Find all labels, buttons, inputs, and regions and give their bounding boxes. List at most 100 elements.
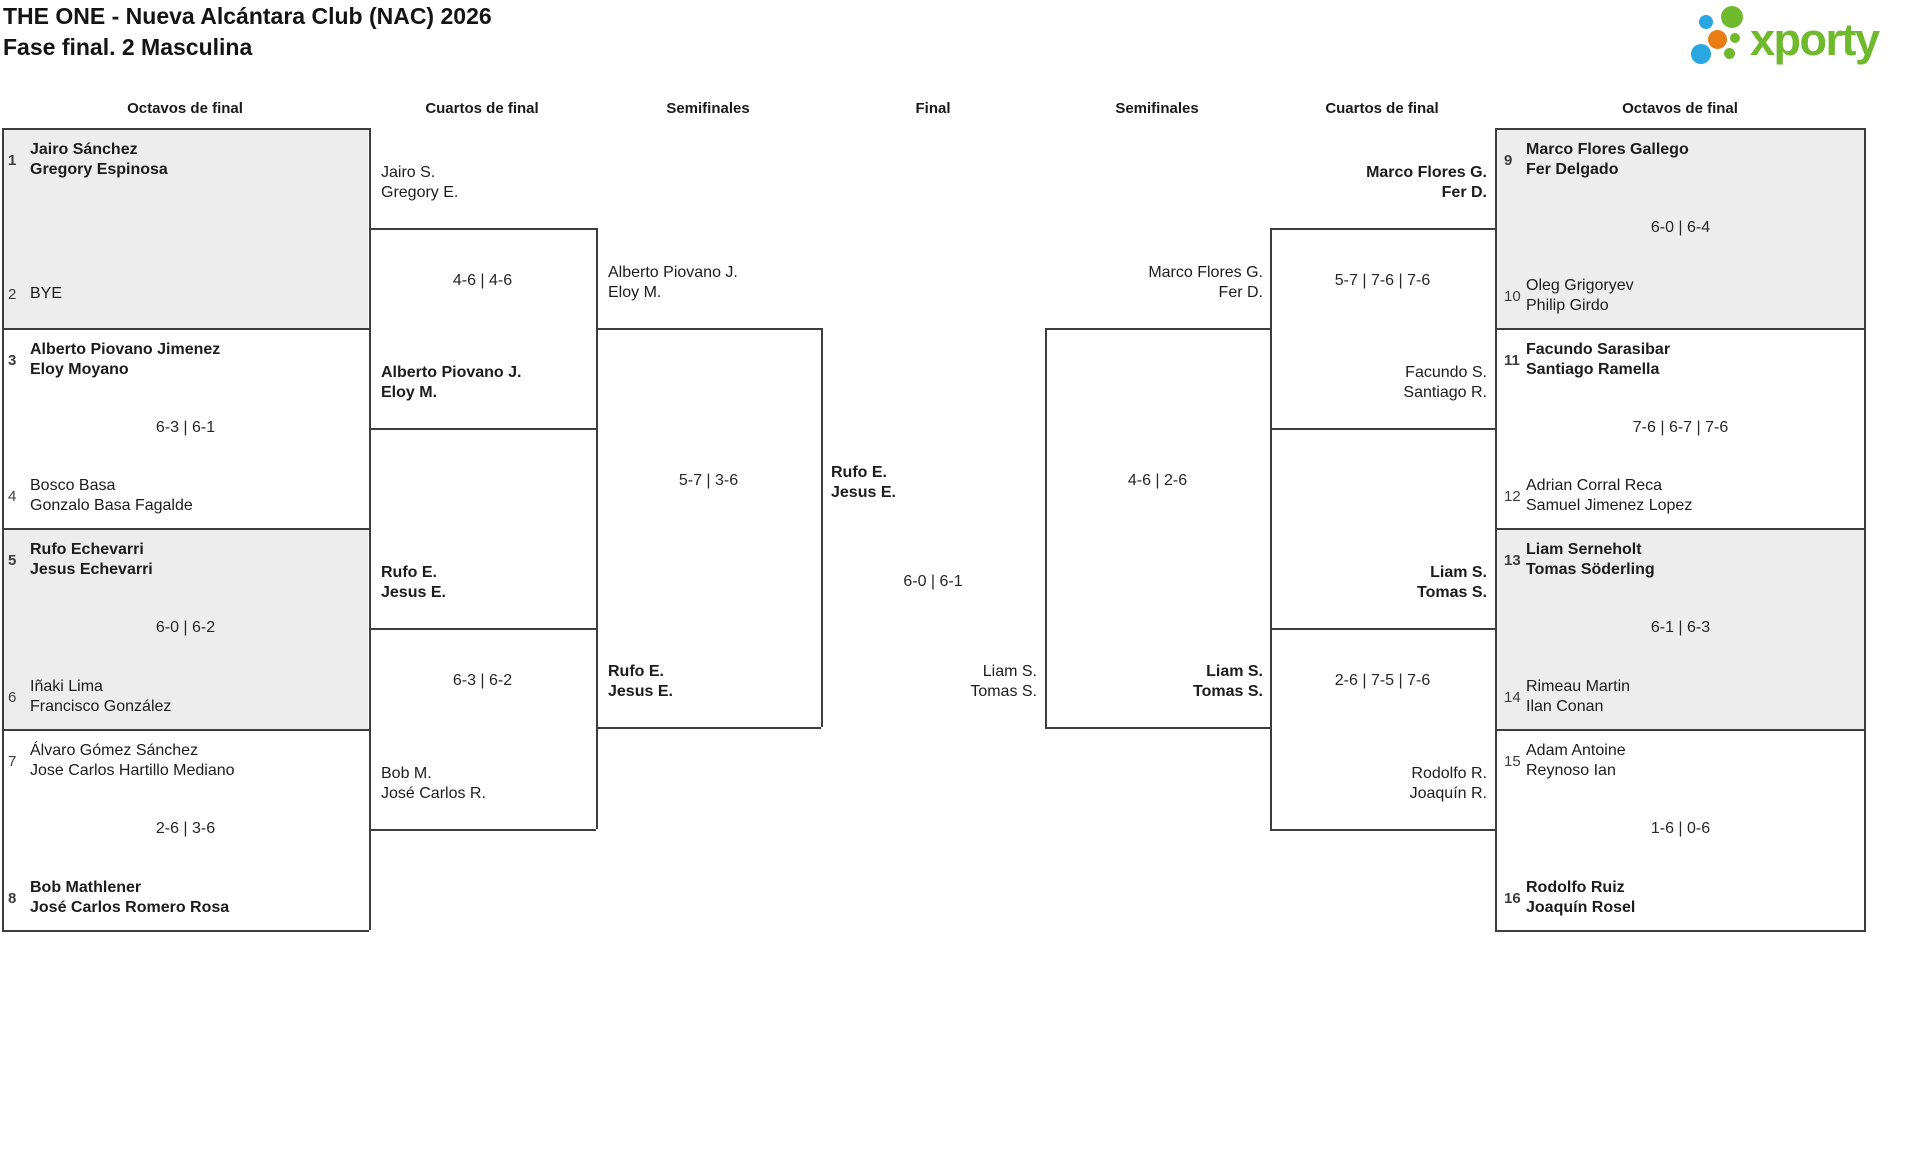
round-header-cuartos-left: Cuartos de final bbox=[425, 100, 539, 117]
logo-dot-icon bbox=[1691, 44, 1711, 64]
match-score: 6-3 | 6-1 bbox=[155, 419, 216, 436]
match-box-shading bbox=[1496, 529, 1865, 729]
bracket-line bbox=[1270, 228, 1272, 829]
participant-name: Álvaro Gómez Sánchez bbox=[30, 742, 199, 759]
round-header-semis-left: Semifinales bbox=[666, 100, 750, 117]
participant-name: José Carlos R. bbox=[381, 785, 486, 802]
bracket-line bbox=[2, 528, 369, 530]
participant-name: Gregory E. bbox=[381, 184, 459, 201]
match-box-shading bbox=[3, 529, 368, 729]
participant-name: Francisco González bbox=[30, 698, 172, 715]
bracket-line bbox=[1495, 128, 1497, 930]
match-score: 6-0 | 6-4 bbox=[1650, 219, 1711, 236]
participant-entry: Jairo S. Gregory E. bbox=[381, 163, 458, 203]
participant-name: Tomas S. bbox=[1193, 683, 1263, 700]
match-score: 7-6 | 6-7 | 7-6 bbox=[1632, 419, 1729, 436]
participant-name: Facundo Sarasibar bbox=[1526, 341, 1671, 358]
participant-name: Iñaki Lima bbox=[30, 678, 103, 695]
participant-name: Alberto Piovano J. bbox=[381, 364, 522, 381]
match-score: 5-7 | 3-6 bbox=[678, 472, 739, 489]
bracket-line bbox=[2, 729, 369, 731]
bracket-line bbox=[369, 829, 596, 831]
participant-name: BYE bbox=[30, 285, 63, 302]
participant-name: Bob Mathlener bbox=[30, 879, 142, 896]
match-score: 2-6 | 7-5 | 7-6 bbox=[1334, 672, 1431, 689]
participant-name: Jairo Sánchez bbox=[30, 141, 138, 158]
logo-dot-icon bbox=[1708, 30, 1727, 49]
match-box-shading bbox=[3, 129, 368, 328]
xporty-logo[interactable]: xporty bbox=[1686, 6, 1918, 72]
participant-name: Liam S. bbox=[1206, 663, 1263, 680]
participant-name: Rufo E. bbox=[608, 663, 664, 680]
participant-name: Eloy Moyano bbox=[30, 361, 129, 378]
participant-entry: Rufo E. Jesus E. bbox=[381, 563, 446, 603]
bracket-line bbox=[369, 628, 596, 630]
bracket-line bbox=[1045, 328, 1047, 727]
round-header-semis-right: Semifinales bbox=[1115, 100, 1199, 117]
participant-entry: Alberto Piovano J. Eloy M. bbox=[381, 363, 521, 403]
participant-name: Rodolfo Ruiz bbox=[1526, 879, 1625, 896]
participant-entry: Alberto Piovano J. Eloy M. bbox=[608, 263, 738, 303]
participant-name: Reynoso Ian bbox=[1526, 762, 1616, 779]
round-header-octavos-left: Octavos de final bbox=[127, 100, 243, 117]
participant-name: Liam Serneholt bbox=[1526, 541, 1642, 558]
round-header-cuartos-right: Cuartos de final bbox=[1325, 100, 1439, 117]
seed-number: 15 bbox=[1504, 752, 1521, 770]
seed-number: 4 bbox=[8, 487, 17, 505]
participant-name: Liam S. bbox=[982, 663, 1037, 680]
match-score: 4-6 | 2-6 bbox=[1127, 472, 1188, 489]
bracket-line bbox=[2, 128, 4, 930]
bracket-line bbox=[596, 328, 821, 330]
participant-name: Marco Flores G. bbox=[1148, 264, 1263, 281]
match-score: 6-0 | 6-2 bbox=[155, 619, 216, 636]
participant-name: Jesus E. bbox=[831, 484, 896, 501]
match-score: 6-1 | 6-3 bbox=[1650, 619, 1711, 636]
participant-name: Liam S. bbox=[1430, 564, 1487, 581]
seed-number: 7 bbox=[8, 752, 17, 770]
participant-entry: Marco Flores G. Fer D. bbox=[1045, 263, 1263, 303]
round-header-octavos-right: Octavos de final bbox=[1622, 100, 1738, 117]
participant-name: Adam Antoine bbox=[1526, 742, 1626, 759]
match-score: 4-6 | 4-6 bbox=[452, 272, 513, 289]
match-score: 1-6 | 0-6 bbox=[1650, 820, 1711, 837]
participant-name: Fer D. bbox=[1218, 284, 1263, 301]
participant-name: Philip Girdo bbox=[1526, 297, 1609, 314]
seed-number: 10 bbox=[1504, 287, 1521, 305]
round-header-final: Final bbox=[915, 100, 951, 117]
participant-name: Gonzalo Basa Fagalde bbox=[30, 497, 193, 514]
participant-name: Samuel Jimenez Lopez bbox=[1526, 497, 1693, 514]
participant-name: Tomas S. bbox=[1417, 584, 1487, 601]
bracket-line bbox=[1495, 128, 1866, 130]
participant-name: Joaquín Rosel bbox=[1526, 899, 1636, 916]
participant-name: Rimeau Martin bbox=[1526, 678, 1631, 695]
participant-name: Jairo S. bbox=[381, 164, 436, 181]
bracket-line bbox=[596, 727, 821, 729]
participant-name: Jesus Echevarri bbox=[30, 561, 153, 578]
participant-name: Ilan Conan bbox=[1526, 698, 1604, 715]
bracket-line bbox=[596, 228, 598, 829]
seed-number: 5 bbox=[8, 551, 17, 569]
seed-number: 8 bbox=[8, 889, 17, 907]
participant-name: Jesus E. bbox=[381, 584, 446, 601]
participant-entry: Liam S. Tomas S. bbox=[1270, 563, 1487, 603]
logo-wordmark: xporty bbox=[1750, 14, 1880, 65]
participant-name: Tomas S. bbox=[970, 683, 1037, 700]
participant-entry: Rodolfo R. Joaquín R. bbox=[1270, 764, 1487, 804]
participant-name: Bob M. bbox=[381, 765, 432, 782]
participant-entry: Facundo S. Santiago R. bbox=[1270, 363, 1487, 403]
participant-entry: Liam S. Tomas S. bbox=[821, 662, 1037, 702]
participant-name: Jose Carlos Hartillo Mediano bbox=[30, 762, 235, 779]
participant-name: Oleg Grigoryev bbox=[1526, 277, 1634, 294]
participant-entry: 2 BYE bbox=[8, 284, 366, 304]
participant-entry: Liam S. Tomas S. bbox=[1045, 662, 1263, 702]
seed-number: 12 bbox=[1504, 487, 1521, 505]
participant-name: Joaquín R. bbox=[1409, 785, 1487, 802]
bracket-line bbox=[1270, 228, 1495, 230]
